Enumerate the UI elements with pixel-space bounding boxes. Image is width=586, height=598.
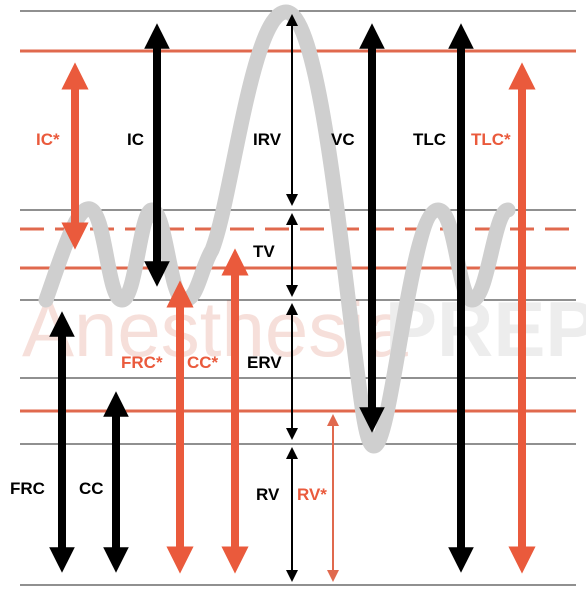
label-ic: IC xyxy=(127,130,144,149)
label-rv-star: RV* xyxy=(297,485,327,504)
orange-arrows xyxy=(61,62,536,574)
watermark: Anesthesia PREP xyxy=(22,285,586,373)
label-ic-star: IC* xyxy=(36,130,60,149)
label-vc: VC xyxy=(331,130,355,149)
label-frc: FRC xyxy=(10,479,45,498)
label-tlc-star: TLC* xyxy=(471,130,511,149)
label-irv: IRV xyxy=(253,130,282,149)
labels: IC* IC IRV VC TLC TLC* TV FRC* CC* ERV F… xyxy=(10,130,511,504)
breathing-waveform xyxy=(38,4,516,454)
label-tlc: TLC xyxy=(413,130,446,149)
label-rv: RV xyxy=(256,485,280,504)
black-arrows xyxy=(49,23,474,573)
label-cc: CC xyxy=(79,479,104,498)
label-tv: TV xyxy=(253,242,275,261)
label-cc-star: CC* xyxy=(187,353,219,372)
label-frc-star: FRC* xyxy=(121,353,163,372)
label-erv: ERV xyxy=(247,353,282,372)
